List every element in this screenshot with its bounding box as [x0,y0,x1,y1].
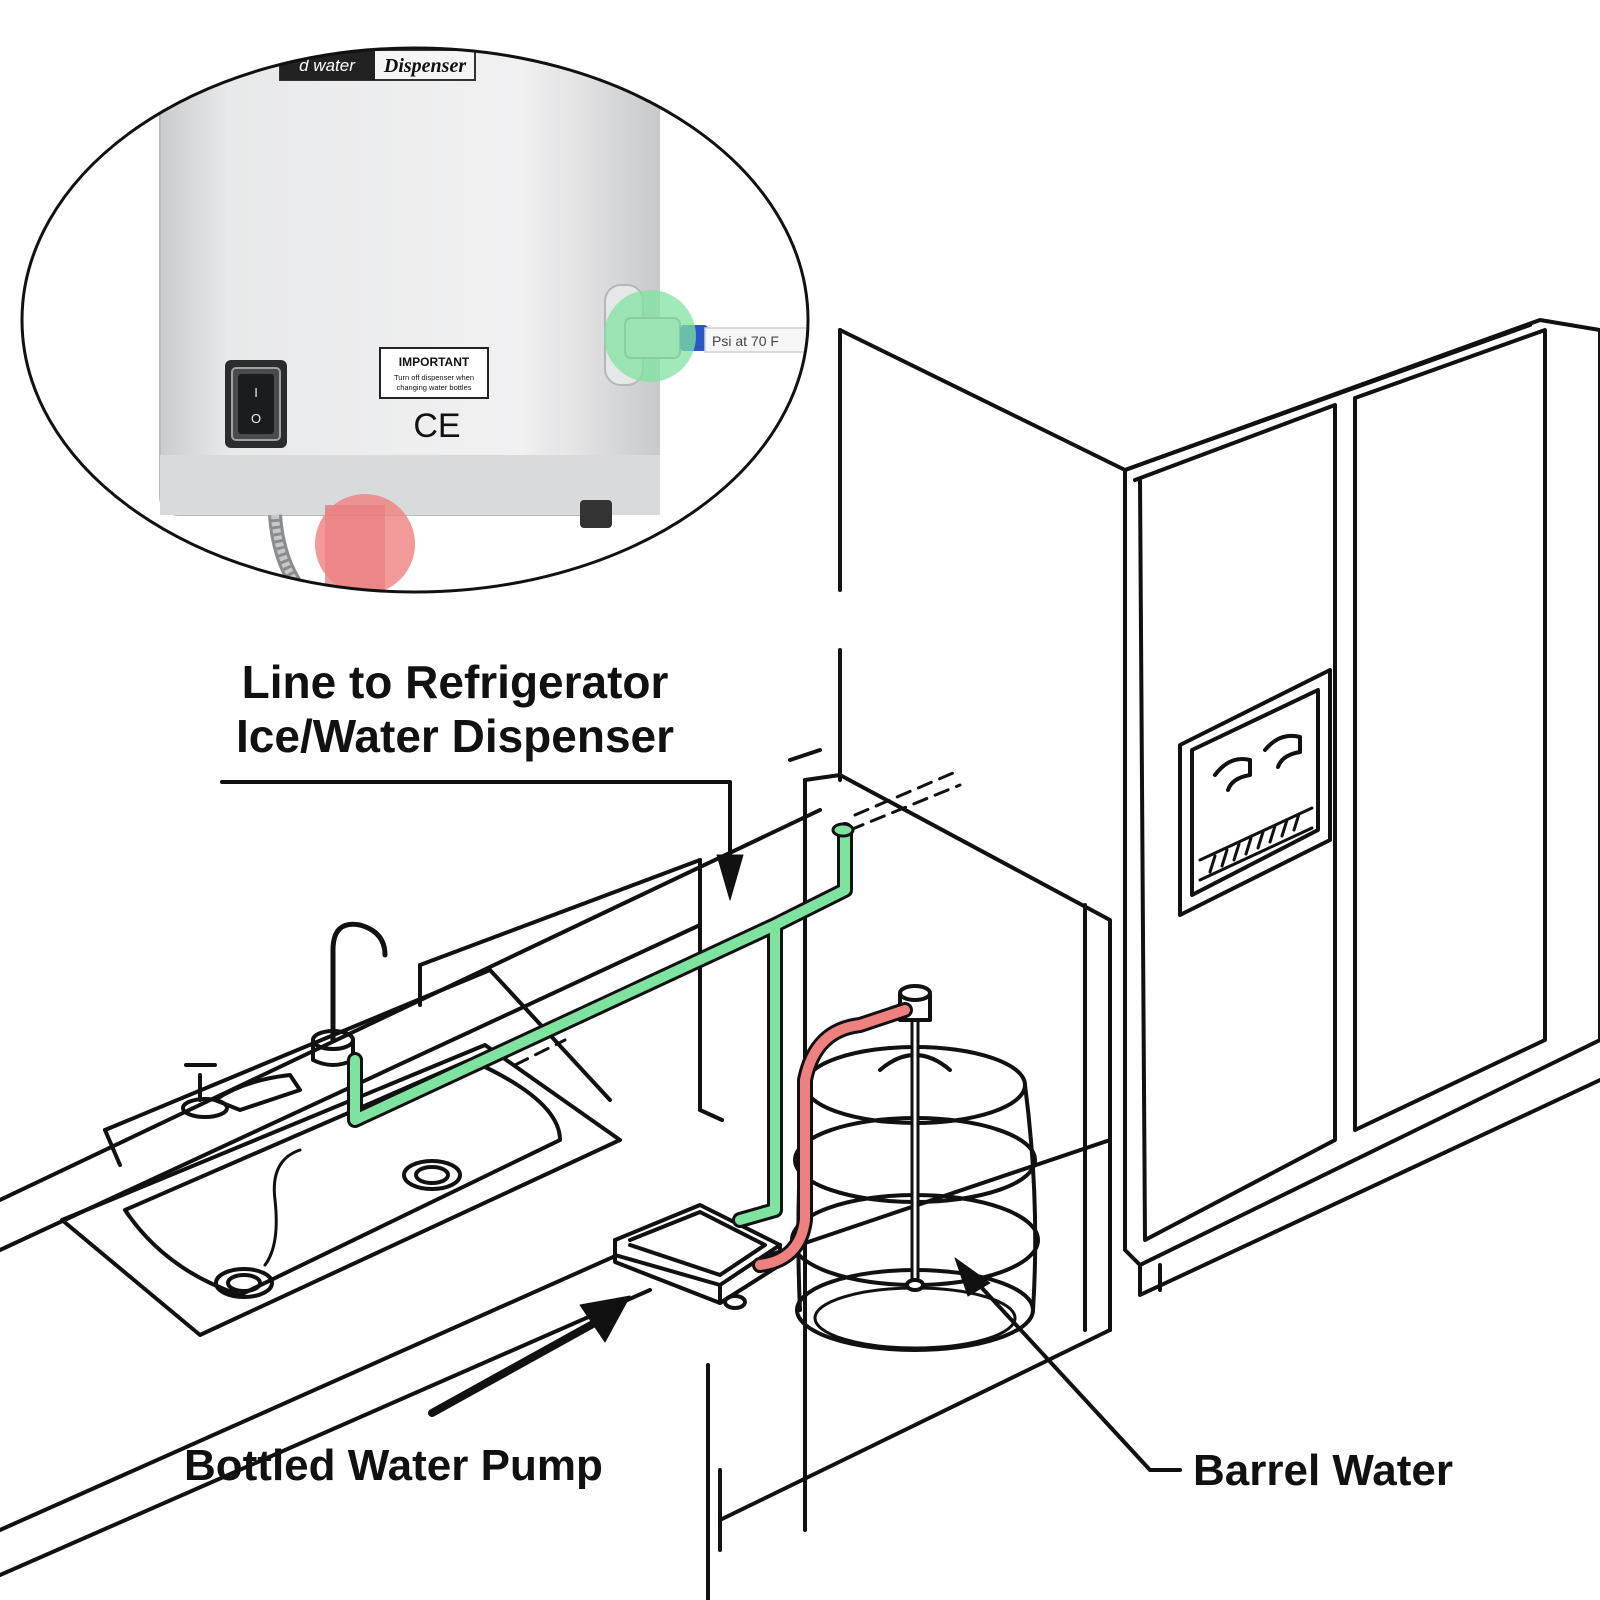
tube-print: Psi at 70 F [712,333,779,349]
inset-oval-border [20,46,810,594]
switch-on-mark: I [254,385,258,400]
outlet-highlight [604,290,696,382]
power-switch[interactable]: I O [225,360,287,448]
line-to-refrigerator-label: Line to Refrigerator Ice/Water Dispenser [236,655,674,764]
barrel-water-label: Barrel Water [1193,1446,1454,1495]
inlet-highlight [315,494,415,592]
important-label: IMPORTANT Turn off dispenser when changi… [379,347,489,399]
inlet-line-red [752,1002,913,1273]
line-label-row-2: Ice/Water Dispenser [236,710,675,763]
important-title: IMPORTANT [399,355,470,369]
outlet-line-green [347,822,855,1228]
line-label-row-1: Line to Refrigerator [241,656,669,708]
important-line-2: changing water bottles [396,383,471,392]
leader-lines [220,780,1182,1472]
important-line-1: Turn off dispenser when [394,373,474,382]
brand-label: Dispenser [383,55,466,77]
ce-mark: CE [413,407,460,445]
pump-inset-photo: d water Dispenser I O IMPORTANT Turn off… [20,46,810,594]
brand-fragment: d water [299,56,356,75]
switch-off-mark: O [251,411,261,426]
kitchen-drawing [0,318,1600,1600]
bottled-water-pump-label: Bottled Water Pump [184,1441,603,1490]
